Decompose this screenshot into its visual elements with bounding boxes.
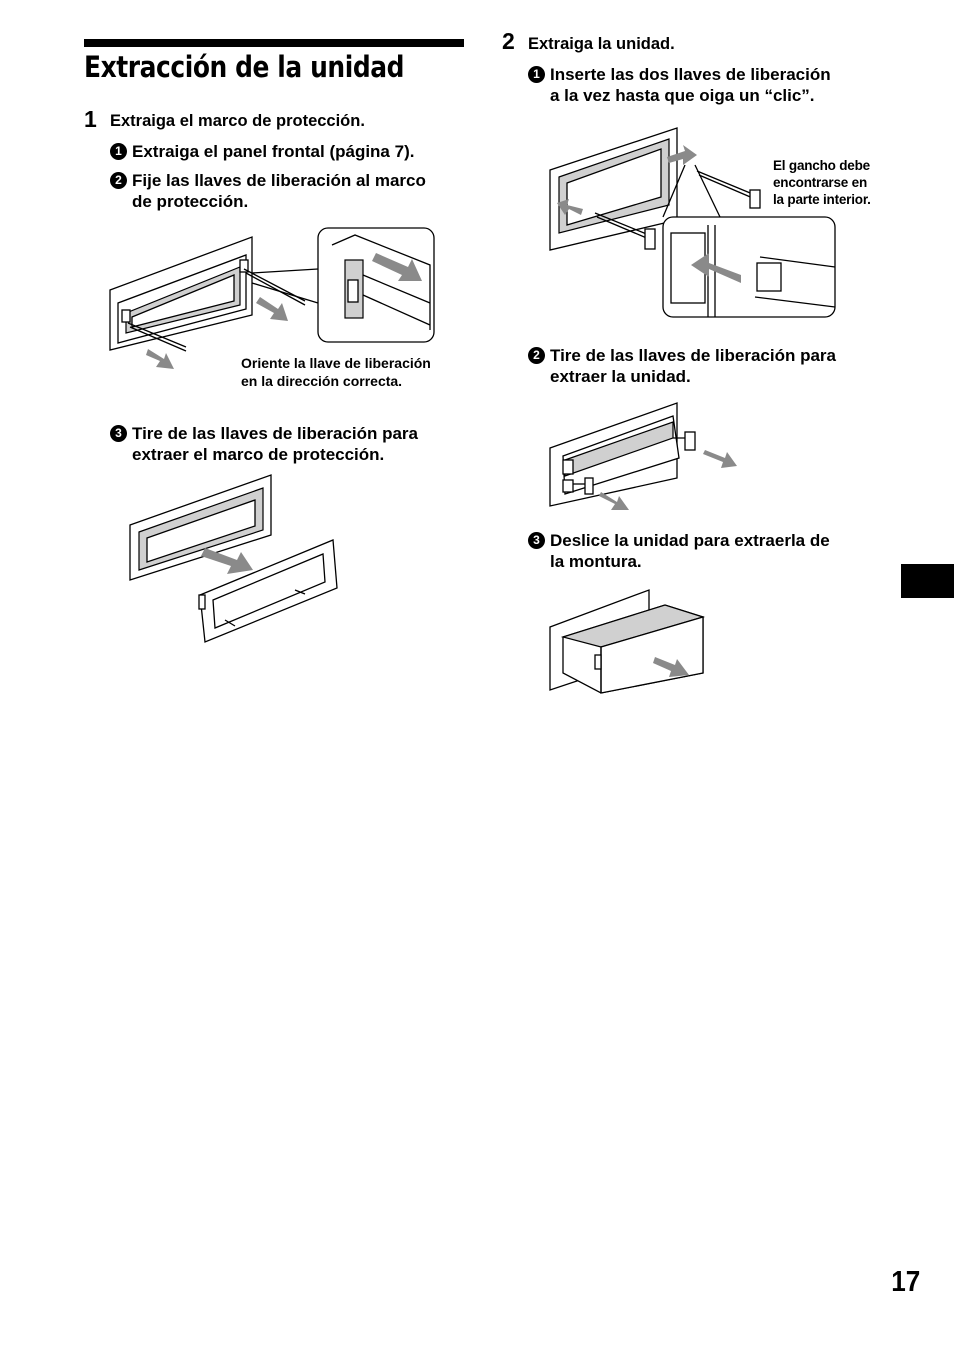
step-marker-icon: 1 [110, 143, 127, 160]
step-2-heading: Extraiga la unidad. [528, 35, 675, 53]
step-1-number: 1 [84, 106, 97, 132]
step-1-heading: Extraiga el marco de protección. [110, 112, 365, 130]
step-marker-icon: 2 [110, 172, 127, 189]
page-number: 17 [890, 1266, 920, 1298]
illustration-key-insertion [549, 127, 836, 318]
substep-text: Extraiga el panel frontal (página 7). [132, 142, 415, 161]
step-2-substep-3: 3 Deslice la unidad para extraerla de la… [528, 530, 830, 572]
illustration-frame-removal [129, 474, 338, 643]
step-marker-icon: 1 [528, 66, 545, 83]
step-2-number: 2 [502, 28, 515, 54]
step-1-substep-1: 1 Extraiga el panel frontal (página 7). [110, 141, 414, 162]
step-2-substep-1: 1 Inserte las dos llaves de liberación a… [528, 64, 831, 106]
illustration-unit-extraction [549, 402, 737, 510]
step-marker-icon: 3 [110, 425, 127, 442]
title-rule [84, 39, 464, 47]
step-marker-icon: 3 [528, 532, 545, 549]
substep-text: Fije las llaves de liberación al marco d… [132, 171, 426, 211]
step-1-substep-2: 2 Fije las llaves de liberación al marco… [110, 170, 426, 212]
page-title: Extracción de la unidad [84, 50, 405, 84]
illustration-frame-keys [109, 227, 435, 369]
step-marker-icon: 2 [528, 347, 545, 364]
substep-text: Tire de las llaves de liberación para ex… [550, 346, 836, 386]
step-1-substep-3: 3 Tire de las llaves de liberación para … [110, 423, 418, 465]
illustration-unit-slide [549, 589, 706, 694]
substep-text: Tire de las llaves de liberación para ex… [132, 424, 418, 464]
substep-text: Deslice la unidad para extraerla de la m… [550, 531, 830, 571]
step-2-figure-caption: El gancho debe encontrarse en la parte i… [773, 158, 871, 207]
substep-text: Inserte las dos llaves de liberación a l… [550, 65, 831, 105]
step-1-figure-caption: Oriente la llave de liberación en la dir… [241, 355, 431, 389]
section-tab [901, 564, 954, 598]
step-2-substep-2: 2 Tire de las llaves de liberación para … [528, 345, 836, 387]
